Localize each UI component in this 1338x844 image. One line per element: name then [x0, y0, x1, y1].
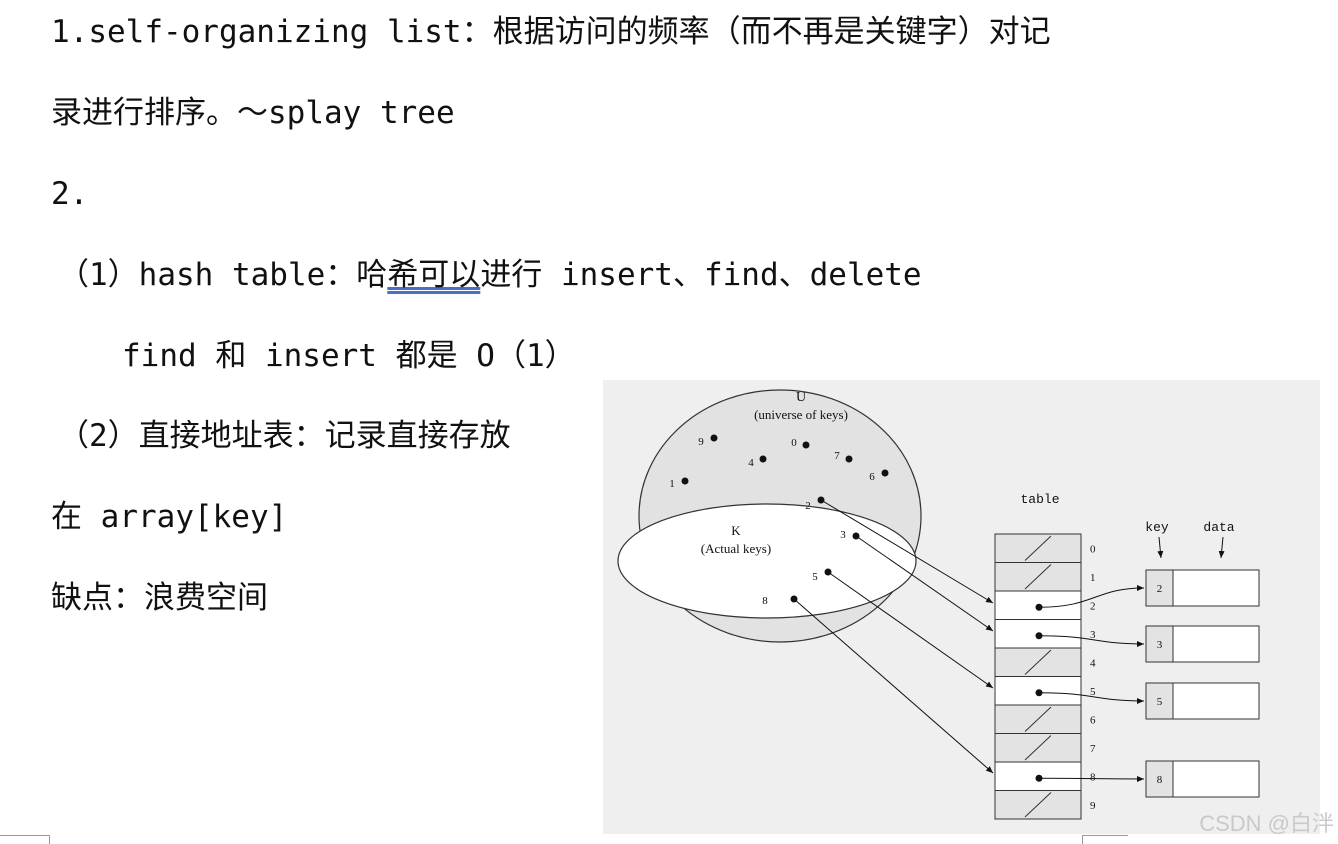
- universe-caption: (universe of keys): [754, 407, 848, 422]
- universe-key: 7: [834, 450, 840, 462]
- table-slot: 0: [994, 533, 1096, 563]
- page-corner-mark-left: [0, 835, 50, 844]
- actual-keys-ellipse: [617, 503, 917, 619]
- note-line-4-prefix: （1）hash table：哈: [58, 257, 388, 293]
- table-slot: 9: [994, 790, 1096, 820]
- data-header: data: [1203, 520, 1234, 535]
- table-slot: 4: [994, 647, 1096, 677]
- spellcheck-underlined-text: 希可以: [387, 257, 481, 293]
- table-slot: 7: [994, 733, 1096, 763]
- slot-to-record-arrow: [1038, 775, 1145, 782]
- slot-index: 4: [1090, 657, 1096, 669]
- table-slot: 5: [994, 676, 1096, 706]
- universe-key: 1: [669, 478, 675, 490]
- actual-keys-caption: (Actual keys): [701, 541, 771, 556]
- table-slot: 1: [994, 562, 1096, 592]
- actual-key: 3: [840, 529, 846, 541]
- note-line-6: （2）直接地址表：记录直接存放: [58, 418, 511, 454]
- key-dot: [802, 441, 810, 449]
- table-slot: 3: [994, 619, 1096, 649]
- slot-index: 2: [1090, 600, 1096, 612]
- universe-key: 4: [748, 457, 754, 469]
- actual-key: 5: [812, 571, 818, 583]
- slot-index: 8: [1090, 771, 1096, 783]
- record-key: 3: [1157, 639, 1163, 651]
- figure-svg: U (universe of keys) 9 0 4 7 6 1 K (Actu…: [617, 389, 1260, 820]
- universe-label: U: [796, 390, 806, 405]
- table-label: table: [1020, 492, 1059, 507]
- slot-index: 7: [1090, 743, 1096, 755]
- key-dot: [710, 434, 718, 442]
- note-line-7: 在 array[key]: [51, 499, 288, 535]
- record: 3: [1038, 625, 1260, 663]
- key-dot: [845, 455, 853, 463]
- hash-table-slots: 0 1 2 3 4 5 6 7 8 9: [994, 533, 1096, 820]
- arrow-key-8: [793, 598, 994, 774]
- table-slot: 6: [994, 704, 1096, 734]
- actual-key: 8: [762, 595, 768, 607]
- key-dot: [759, 455, 767, 463]
- universe-key: 6: [869, 471, 875, 483]
- slot-to-record-arrow: [1038, 585, 1145, 608]
- note-line-4: （1）hash table：哈希可以进行 insert、find、delete: [58, 255, 922, 295]
- key-header: key: [1145, 520, 1169, 535]
- table-slot: 8: [994, 761, 1096, 791]
- record: 8: [1038, 760, 1260, 798]
- note-line-3: 2.: [51, 176, 89, 212]
- note-line-5: find 和 insert 都是 O（1）: [122, 338, 576, 374]
- note-line-4-suffix: 进行 insert、find、delete: [480, 257, 922, 293]
- note-line-8: 缺点：浪费空间: [51, 580, 268, 616]
- data-header-arrow: [1218, 536, 1225, 559]
- record-key: 5: [1157, 696, 1163, 708]
- universe-key: 9: [698, 436, 704, 448]
- slot-index: 5: [1090, 686, 1096, 698]
- record-key: 2: [1157, 583, 1163, 595]
- universe-key: 0: [791, 437, 797, 449]
- note-line-2: 录进行排序。～splay tree: [51, 95, 455, 131]
- key-header-arrow: [1157, 536, 1164, 559]
- record: 5: [1038, 682, 1260, 720]
- actual-keys-label: K: [731, 523, 741, 538]
- actual-key: 2: [805, 500, 811, 512]
- key-to-slot-arrows: [793, 499, 994, 774]
- slot-to-record-arrow: [1038, 635, 1145, 647]
- page-corner-mark-right: [1082, 835, 1128, 844]
- slot-index: 9: [1090, 800, 1096, 812]
- universe-keys: 9 0 4 7 6 1: [669, 434, 889, 490]
- slot-index: 3: [1090, 629, 1096, 641]
- key-dot: [681, 477, 689, 485]
- arrow-key-3: [855, 535, 994, 632]
- note-line-1: 1.self-organizing list：根据访问的频率（而不再是关键字）对…: [51, 14, 1051, 50]
- key-dot: [881, 469, 889, 477]
- records: 2 3 5 8: [1038, 569, 1260, 798]
- arrow-key-2: [820, 499, 994, 604]
- record-key: 8: [1157, 774, 1163, 786]
- direct-address-table-figure: U (universe of keys) 9 0 4 7 6 1 K (Actu…: [603, 380, 1320, 834]
- record: 2: [1038, 569, 1260, 608]
- slot-index: 6: [1090, 714, 1096, 726]
- slot-index: 0: [1090, 543, 1096, 555]
- table-slot: 2: [994, 590, 1096, 620]
- slot-index: 1: [1090, 572, 1096, 584]
- watermark: CSDN @白泮: [1199, 811, 1334, 836]
- arrow-key-5: [827, 571, 994, 689]
- slot-to-record-arrow: [1038, 692, 1145, 704]
